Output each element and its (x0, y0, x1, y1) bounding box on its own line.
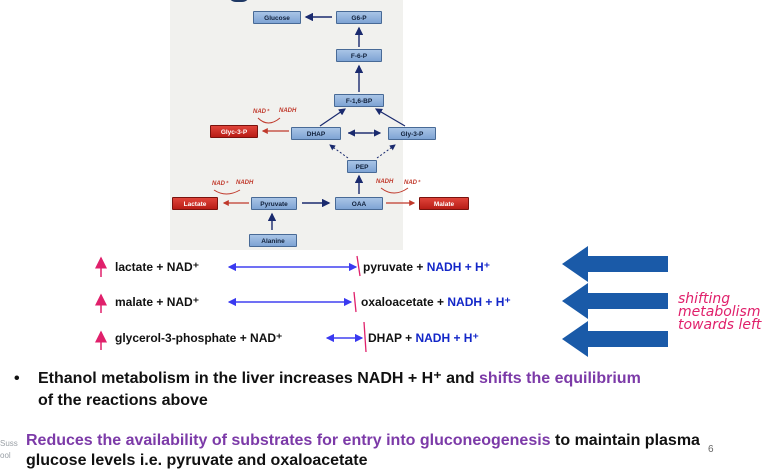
cofactor-nadh-glyc: NADH (279, 108, 297, 114)
equation-3-right: DHAP + NADH + H⁺ (368, 331, 479, 345)
equation-3-left: glycerol-3-phosphate + NAD⁺ (115, 331, 283, 345)
equation-2-right-text: oxaloacetate + (361, 295, 448, 309)
logo-line-2: ool (0, 451, 11, 460)
equation-1-nadh: NADH + H⁺ (426, 260, 491, 274)
equation-1-left: lactate + NAD⁺ (115, 260, 200, 274)
handwritten-annotation: shifting metabolism towards left (678, 291, 762, 333)
equation-2-left: malate + NAD⁺ (115, 295, 200, 309)
annotation-line-2: metabolism (678, 304, 761, 320)
node-glucose: Glucose (253, 11, 301, 24)
annotation-line-1: shifting (678, 291, 731, 307)
node-lactate: Lactate (172, 197, 218, 210)
page-number: 6 (708, 444, 714, 455)
university-logo-fragment: Suss ool (0, 438, 18, 462)
node-f16bp: F-1,6-BP (334, 94, 384, 107)
equation-3-nadh: NADH + H⁺ (415, 331, 479, 345)
node-g6p: G6-P (336, 11, 382, 24)
conclusion-paragraph: Reduces the availability of substrates f… (26, 431, 726, 471)
bullet-text: Ethanol metabolism in the liver increase… (18, 368, 658, 412)
cofactor-nad-lactate: NAD⁺ (212, 181, 229, 187)
cofactor-nad-glyc: NAD⁺ (253, 109, 270, 115)
node-glyc3p: Glyc-3-P (210, 125, 258, 138)
node-oaa: OAA (335, 197, 383, 210)
cofactor-nadh-lactate: NADH (236, 180, 254, 186)
cofactor-nad-malate: NAD⁺ (404, 180, 421, 186)
equation-2-right: oxaloacetate + NADH + H⁺ (361, 295, 511, 309)
annotation-line-3: towards left (678, 317, 762, 333)
node-malate: Malate (419, 197, 469, 210)
bullet-text-part1: Ethanol metabolism in the liver increase… (38, 370, 480, 387)
bullet-marker: • (14, 370, 20, 387)
logo-line-1: Suss (0, 439, 18, 448)
equation-3-right-text: DHAP + (368, 331, 416, 345)
bullet-text-part2: of the reactions above (38, 392, 208, 409)
equation-1-right: pyruvate + NADH + H⁺ (363, 260, 490, 274)
node-alanine: Alanine (249, 234, 297, 247)
node-f6p: F-6-P (336, 49, 382, 62)
conclusion-highlight: Reduces the availability of substrates f… (26, 432, 551, 449)
node-pyruvate: Pyruvate (251, 197, 297, 210)
title-fragment (228, 0, 250, 2)
node-dhap: DHAP (291, 127, 341, 140)
bullet-highlight: shifts the equilibrium (479, 370, 641, 387)
equation-1-right-text: pyruvate + (363, 260, 427, 274)
node-pep: PEP (347, 160, 377, 173)
equation-2-nadh: NADH + H⁺ (447, 295, 511, 309)
node-gly3p: Gly-3-P (388, 127, 436, 140)
cofactor-nadh-malate: NADH (376, 179, 394, 185)
bullet-point: • Ethanol metabolism in the liver increa… (14, 368, 658, 412)
